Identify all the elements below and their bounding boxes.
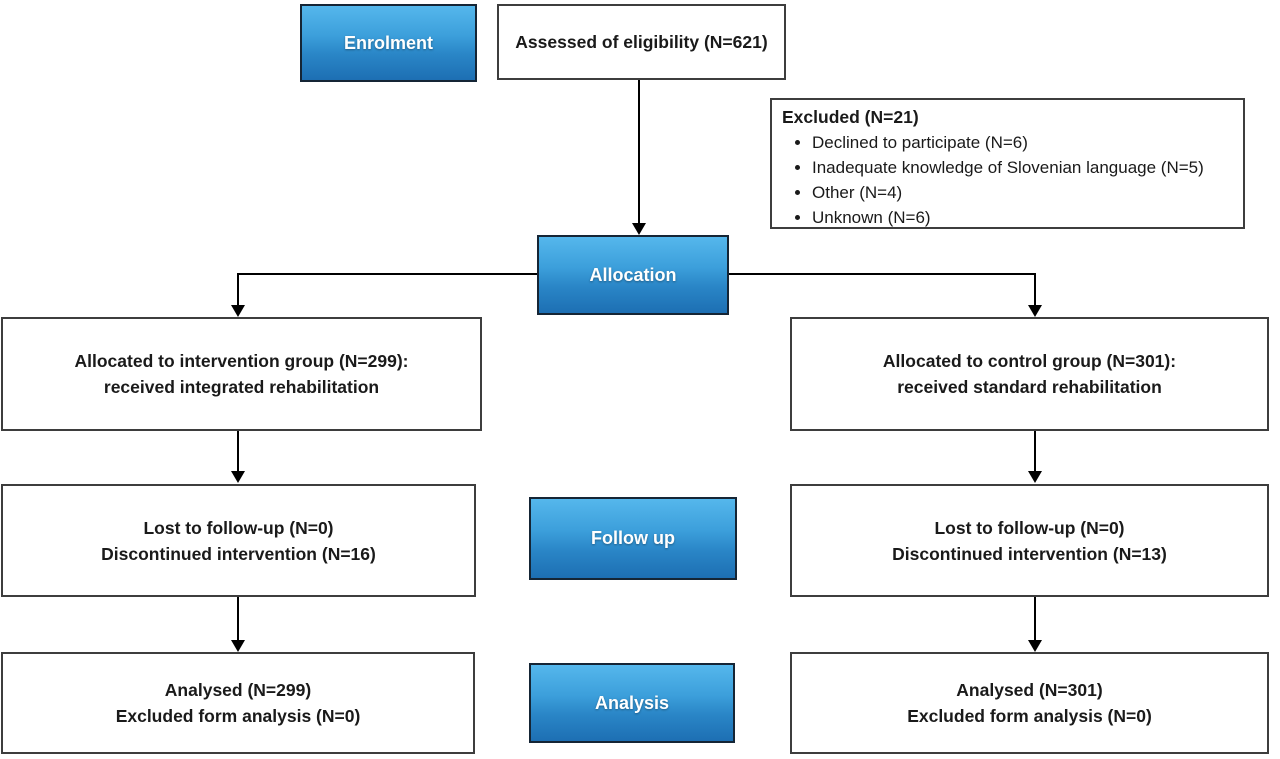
connector-allocation-right-vertical — [1034, 273, 1036, 306]
intervention-line1: Allocated to intervention group (N=299): — [74, 351, 409, 371]
stage-label-analysis: Analysis — [529, 663, 735, 743]
arrowhead-down-icon — [231, 471, 245, 483]
stage-label-analysis-text: Analysis — [594, 692, 670, 713]
stage-label-enrolment-text: Enrolment — [343, 32, 433, 53]
stage-label-allocation: Allocation — [537, 235, 729, 315]
arrowhead-down-icon — [1028, 640, 1042, 652]
analysis-right-box: Analysed (N=301) Excluded form analysis … — [790, 652, 1269, 754]
arrowhead-down-icon — [632, 223, 646, 235]
stage-label-follow-up: Follow up — [529, 497, 737, 580]
arrowhead-down-icon — [231, 305, 245, 317]
analysis-right-line1: Analysed (N=301) — [956, 680, 1103, 700]
intervention-group-box: Allocated to intervention group (N=299):… — [1, 317, 482, 431]
eligibility-box: Assessed of eligibility (N=621) — [497, 4, 786, 80]
excluded-item: Inadequate knowledge of Slovenian langua… — [812, 155, 1204, 180]
connector-followup-analysis-left-line — [237, 597, 239, 641]
connector-intervention-followup-line — [237, 431, 239, 472]
stage-label-enrolment: Enrolment — [300, 4, 477, 82]
stage-label-allocation-text: Allocation — [589, 264, 677, 285]
intervention-line2: received integrated rehabilitation — [103, 377, 380, 397]
connector-allocation-right-horizontal — [729, 273, 1035, 275]
excluded-title: Excluded (N=21) — [782, 107, 919, 127]
control-line2: received standard rehabilitation — [897, 377, 1162, 397]
stage-label-follow-up-text: Follow up — [591, 528, 675, 548]
arrowhead-down-icon — [1028, 305, 1042, 317]
control-group-box: Allocated to control group (N=301): rece… — [790, 317, 1269, 431]
followup-right-box: Lost to follow-up (N=0) Discontinued int… — [790, 484, 1269, 597]
excluded-item: Other (N=4) — [812, 180, 1204, 205]
analysis-left-box: Analysed (N=299) Excluded form analysis … — [1, 652, 475, 754]
connector-eligibility-allocation-line — [638, 80, 640, 225]
connector-followup-analysis-right-line — [1034, 597, 1036, 641]
followup-left-line1: Lost to follow-up (N=0) — [143, 517, 334, 538]
analysis-left-line1: Analysed (N=299) — [164, 680, 312, 700]
excluded-list: Declined to participate (N=6)Inadequate … — [782, 130, 1204, 230]
eligibility-text: Assessed of eligibility (N=621) — [515, 32, 768, 52]
followup-right-line1: Lost to follow-up (N=0) — [934, 517, 1125, 538]
arrowhead-down-icon — [1028, 471, 1042, 483]
followup-left-box: Lost to follow-up (N=0) Discontinued int… — [1, 484, 476, 597]
excluded-item: Unknown (N=6) — [812, 205, 1204, 230]
followup-left-line2: Discontinued intervention (N=16) — [101, 543, 376, 564]
excluded-box: Excluded (N=21) Declined to participate … — [770, 98, 1245, 229]
excluded-item: Declined to participate (N=6) — [812, 130, 1204, 155]
connector-allocation-left-vertical — [237, 273, 239, 306]
control-line1: Allocated to control group (N=301): — [882, 351, 1177, 371]
analysis-left-line2: Excluded form analysis (N=0) — [115, 706, 361, 726]
connector-control-followup-line — [1034, 431, 1036, 472]
arrowhead-down-icon — [231, 640, 245, 652]
connector-allocation-left-horizontal — [237, 273, 537, 275]
followup-right-line2: Discontinued intervention (N=13) — [892, 543, 1167, 564]
analysis-right-line2: Excluded form analysis (N=0) — [907, 706, 1152, 726]
